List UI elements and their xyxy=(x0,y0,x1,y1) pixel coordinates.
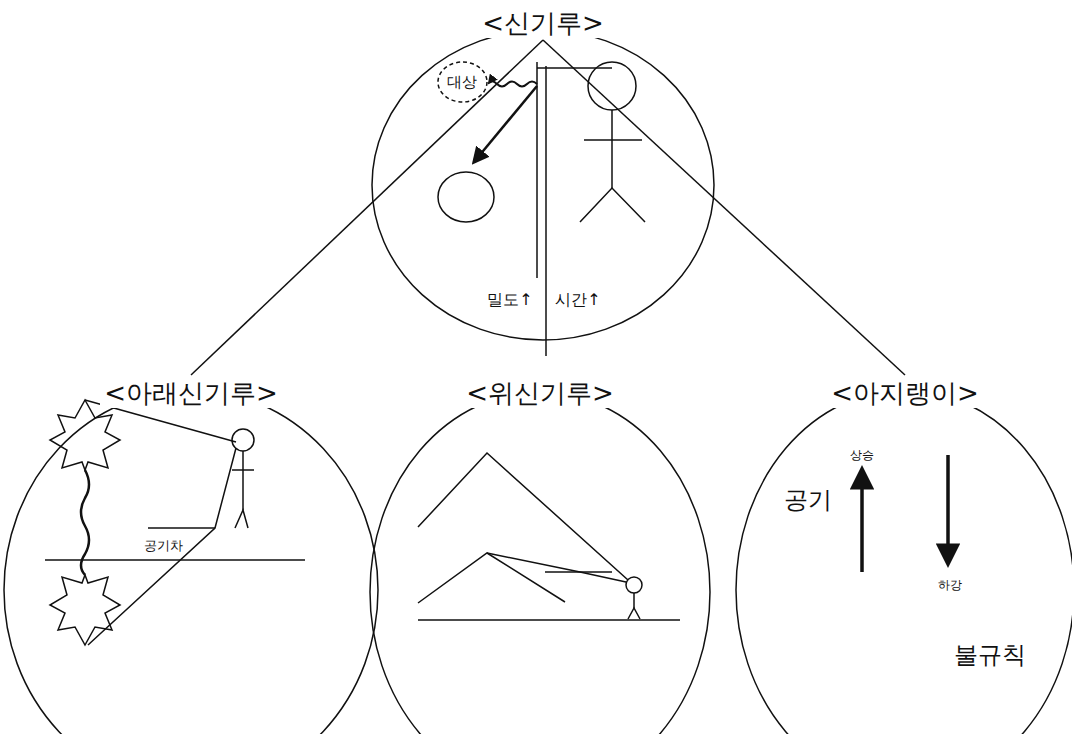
stick-figure-body xyxy=(633,593,635,608)
diagram-label: 상승 xyxy=(850,447,874,464)
circle-outline xyxy=(368,372,712,734)
air-layer-line xyxy=(545,571,612,573)
circle-outline xyxy=(438,62,487,102)
node-text: 대상 xyxy=(447,73,477,92)
circle-outline xyxy=(2,372,380,734)
circle-outline xyxy=(370,392,710,734)
circle-outline xyxy=(734,372,1072,734)
heading-row: <신기루> xyxy=(370,6,716,41)
light-ray xyxy=(88,448,236,645)
connector-line xyxy=(543,40,905,375)
stick-figure-legs xyxy=(235,510,248,528)
object-circle: 대상 xyxy=(438,62,487,102)
leaf-stem xyxy=(81,470,89,575)
stick-figure-arms xyxy=(584,139,642,141)
diagram-label: 하강 xyxy=(938,577,962,594)
ground-line xyxy=(418,619,680,621)
ground-line xyxy=(45,559,305,561)
circle-heading: <아지랭이> xyxy=(827,378,983,408)
circle-heading: <위신기루> xyxy=(462,378,618,408)
diagram-label: 공기 xyxy=(784,484,832,516)
heat-haze-circle: <아지랭이> xyxy=(734,372,1072,734)
circle-heading: <신기루> xyxy=(478,8,608,38)
text-row: 대상 xyxy=(438,62,487,102)
stick-figure-head xyxy=(626,577,642,593)
ray-line xyxy=(536,62,538,278)
heading-row: <위신기루> xyxy=(368,376,712,411)
light-ray xyxy=(487,553,626,582)
circle-outline xyxy=(4,390,378,734)
stick-figure-legs xyxy=(580,188,645,222)
ray-line xyxy=(545,66,547,356)
connector-line xyxy=(191,40,543,375)
image-circle xyxy=(438,172,494,222)
circle-outline xyxy=(372,30,714,340)
diagram-label: 불규칙 xyxy=(954,639,1026,671)
mountain xyxy=(418,553,565,603)
stick-figure-body xyxy=(611,110,613,188)
stick-figure-head xyxy=(588,62,636,110)
heading-row: <아래신기루> xyxy=(2,376,380,411)
sinking-arrow xyxy=(946,455,950,563)
rising-arrow xyxy=(860,470,864,572)
diagram-label: 시간↑ xyxy=(555,290,600,311)
mirage-circle: <신기루> 대상 xyxy=(370,4,716,356)
inferior-mirage-circle: <아래신기루> xyxy=(2,372,380,734)
circle-heading: <아래신기루> xyxy=(100,378,282,408)
diagram-label: 밀도↑ xyxy=(487,290,532,311)
stick-figure-legs xyxy=(628,608,640,619)
heading-row: <아지랭이> xyxy=(734,376,1072,411)
circle-outline xyxy=(370,4,716,356)
stick-figure-head xyxy=(232,429,254,451)
circle-outline xyxy=(736,390,1072,734)
stick-figure-body xyxy=(242,451,244,510)
superior-mirage-circle: <위신기루> xyxy=(368,372,712,734)
air-layer-line xyxy=(148,527,215,529)
diagram-label: 공기차 xyxy=(142,537,185,555)
stick-figure-arms xyxy=(232,469,254,471)
leaf-reflection xyxy=(50,575,120,645)
